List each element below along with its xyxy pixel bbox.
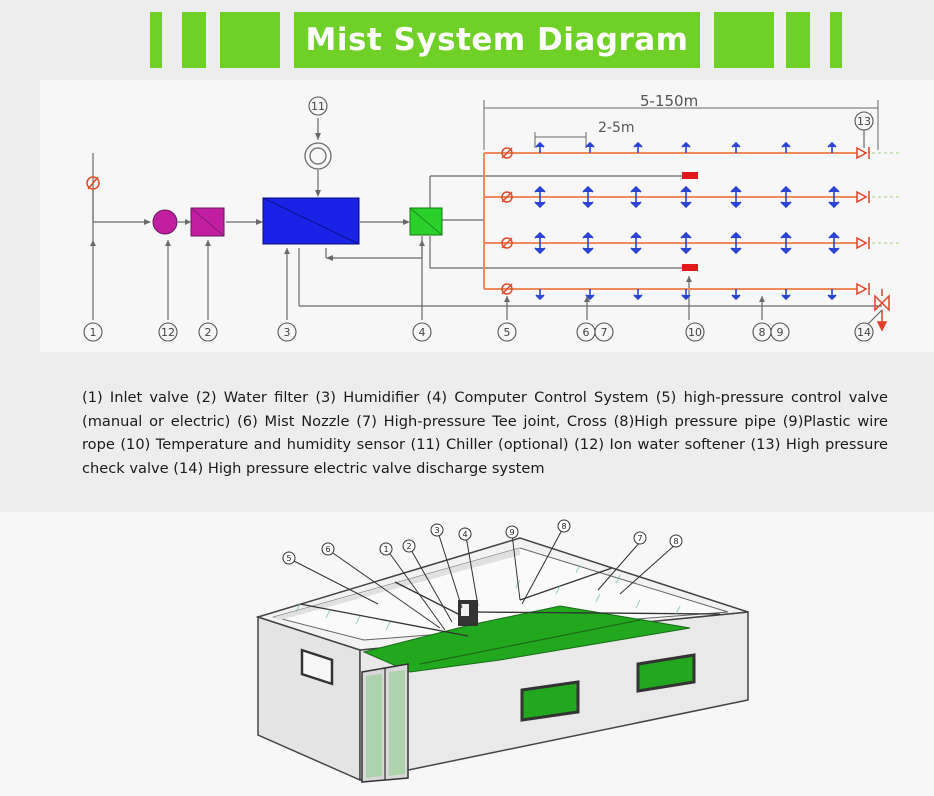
callout-7: 7 — [601, 326, 608, 339]
pipe-extensions — [872, 152, 900, 244]
callout-11: 11 — [311, 100, 325, 113]
chiller-icon — [304, 142, 332, 170]
check-valves — [856, 146, 870, 296]
title-box: Mist System Diagram — [294, 12, 700, 68]
sensor-icon — [682, 172, 698, 179]
schematic-panel — [40, 80, 934, 352]
system-schematic: 5-150m 2-5m — [83, 92, 900, 342]
illus-callout-2: 2 — [406, 542, 411, 551]
connection-lines — [92, 118, 883, 325]
callout-3: 3 — [284, 326, 291, 339]
banner-stripe — [714, 12, 774, 68]
callout-9: 9 — [777, 326, 784, 339]
illustration-callout-circles — [282, 519, 683, 565]
title-banner: Mist System Diagram — [0, 12, 934, 68]
illustration-callout-labels: 5 6 1 2 3 4 9 8 7 8 — [286, 522, 678, 563]
nozzle-row-3 — [534, 231, 840, 255]
illus-callout-6: 6 — [325, 545, 330, 554]
nozzle-row-4 — [535, 289, 837, 301]
banner-stripe — [830, 12, 842, 68]
dimension-lines — [483, 100, 879, 150]
front-window-2 — [636, 653, 696, 693]
high-pressure-pipes — [483, 152, 866, 290]
inner-back-wall — [274, 548, 520, 620]
illus-callout-8a: 8 — [561, 522, 566, 531]
mist-sprays — [295, 564, 681, 631]
flow-arrows — [90, 124, 867, 302]
callout-6: 6 — [583, 326, 590, 339]
sensor-icon — [682, 264, 698, 271]
callout-5: 5 — [504, 326, 511, 339]
callout-12: 12 — [161, 326, 175, 339]
control-valves — [501, 147, 513, 295]
nozzle-row-1 — [535, 141, 837, 153]
illus-callout-3: 3 — [434, 526, 439, 535]
component-legend: (1) Inlet valve (2) Water filter (3) Hum… — [82, 389, 888, 477]
front-window-1 — [520, 680, 580, 722]
mist-pipes — [299, 567, 721, 637]
callout-13: 13 — [857, 115, 871, 128]
illus-callout-8b: 8 — [673, 537, 678, 546]
callout-leaders — [291, 529, 677, 631]
banner-stripe — [150, 12, 162, 68]
discharge-valve-icon — [874, 289, 890, 332]
greenhouse-illustration: 5 6 1 2 3 4 9 8 7 8 — [255, 519, 749, 783]
callout-8: 8 — [759, 326, 766, 339]
nozzle-row-2 — [534, 185, 840, 209]
mist-nozzles — [534, 141, 840, 301]
banner-stripe — [786, 12, 810, 68]
callout-14: 14 — [857, 326, 871, 339]
callout-labels: 1 12 2 3 4 5 6 7 10 8 9 14 11 13 — [90, 100, 872, 339]
dimension-total-label: 5-150m — [640, 92, 698, 110]
illus-callout-5: 5 — [286, 554, 291, 563]
callout-2: 2 — [205, 326, 212, 339]
left-window — [300, 648, 334, 686]
page-title: Mist System Diagram — [305, 22, 689, 58]
inlet-valve-icon — [86, 176, 100, 190]
illus-callout-7: 7 — [637, 534, 642, 543]
callout-1: 1 — [90, 326, 97, 339]
banner-stripe — [182, 12, 206, 68]
illus-callout-9: 9 — [509, 528, 514, 537]
ion-softener-icon — [152, 209, 178, 235]
illus-callout-4: 4 — [462, 530, 467, 539]
callout-circles — [83, 96, 874, 342]
illus-callout-1: 1 — [383, 545, 388, 554]
banner-stripe — [220, 12, 280, 68]
callout-4: 4 — [419, 326, 426, 339]
callout-10: 10 — [688, 326, 702, 339]
dimension-spacing-label: 2-5m — [598, 120, 635, 136]
